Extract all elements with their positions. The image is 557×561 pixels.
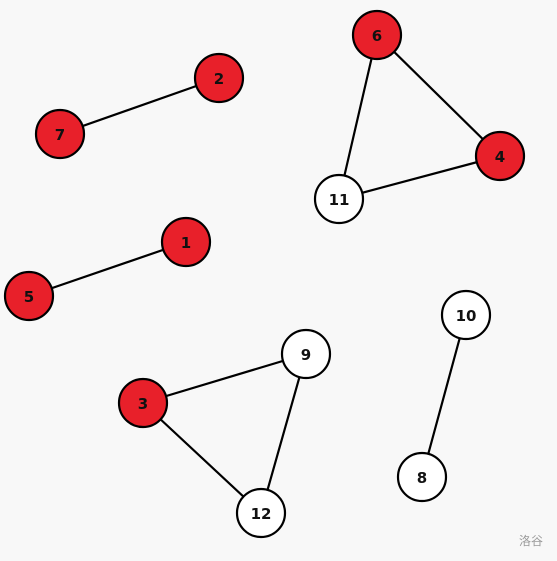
node-6: 6 [351, 9, 403, 61]
node-11: 11 [313, 173, 365, 225]
edge-10-8 [420, 313, 468, 479]
edge-6-4 [375, 33, 502, 158]
node-circle-8 [396, 451, 448, 503]
watermark: 洛谷 [518, 534, 543, 548]
node-circle-6 [351, 9, 403, 61]
edges-layer [27, 33, 502, 515]
node-7: 7 [34, 108, 86, 160]
node-circle-1 [160, 216, 212, 268]
node-5: 5 [3, 270, 55, 322]
node-1: 1 [160, 216, 212, 268]
node-label-8: 8 [417, 469, 427, 487]
edge-9-12 [259, 352, 308, 515]
edge-3-12 [141, 401, 263, 515]
node-label-5: 5 [24, 288, 34, 306]
node-label-11: 11 [329, 191, 350, 209]
node-circle-3 [117, 377, 169, 429]
node-2: 2 [193, 52, 245, 104]
node-label-12: 12 [251, 505, 272, 523]
node-circle-4 [474, 130, 526, 182]
node-label-7: 7 [55, 126, 65, 144]
node-3: 3 [117, 377, 169, 429]
node-label-2: 2 [214, 70, 224, 88]
node-label-10: 10 [456, 307, 477, 325]
node-circle-7 [34, 108, 86, 160]
node-label-9: 9 [301, 346, 311, 364]
node-label-6: 6 [372, 27, 382, 45]
edge-7-2 [58, 76, 221, 136]
edge-3-9 [141, 352, 308, 405]
node-circle-5 [3, 270, 55, 322]
node-circle-12 [235, 487, 287, 539]
node-12: 12 [235, 487, 287, 539]
node-label-4: 4 [495, 148, 505, 166]
node-9: 9 [280, 328, 332, 380]
node-label-3: 3 [138, 395, 148, 413]
edge-11-4 [337, 154, 502, 201]
edge-6-11 [337, 33, 379, 201]
node-circle-2 [193, 52, 245, 104]
node-8: 8 [396, 451, 448, 503]
edge-5-1 [27, 240, 188, 298]
node-circle-10 [440, 289, 492, 341]
node-circle-11 [313, 173, 365, 225]
node-label-1: 1 [181, 234, 191, 252]
node-10: 10 [440, 289, 492, 341]
node-4: 4 [474, 130, 526, 182]
node-circle-9 [280, 328, 332, 380]
